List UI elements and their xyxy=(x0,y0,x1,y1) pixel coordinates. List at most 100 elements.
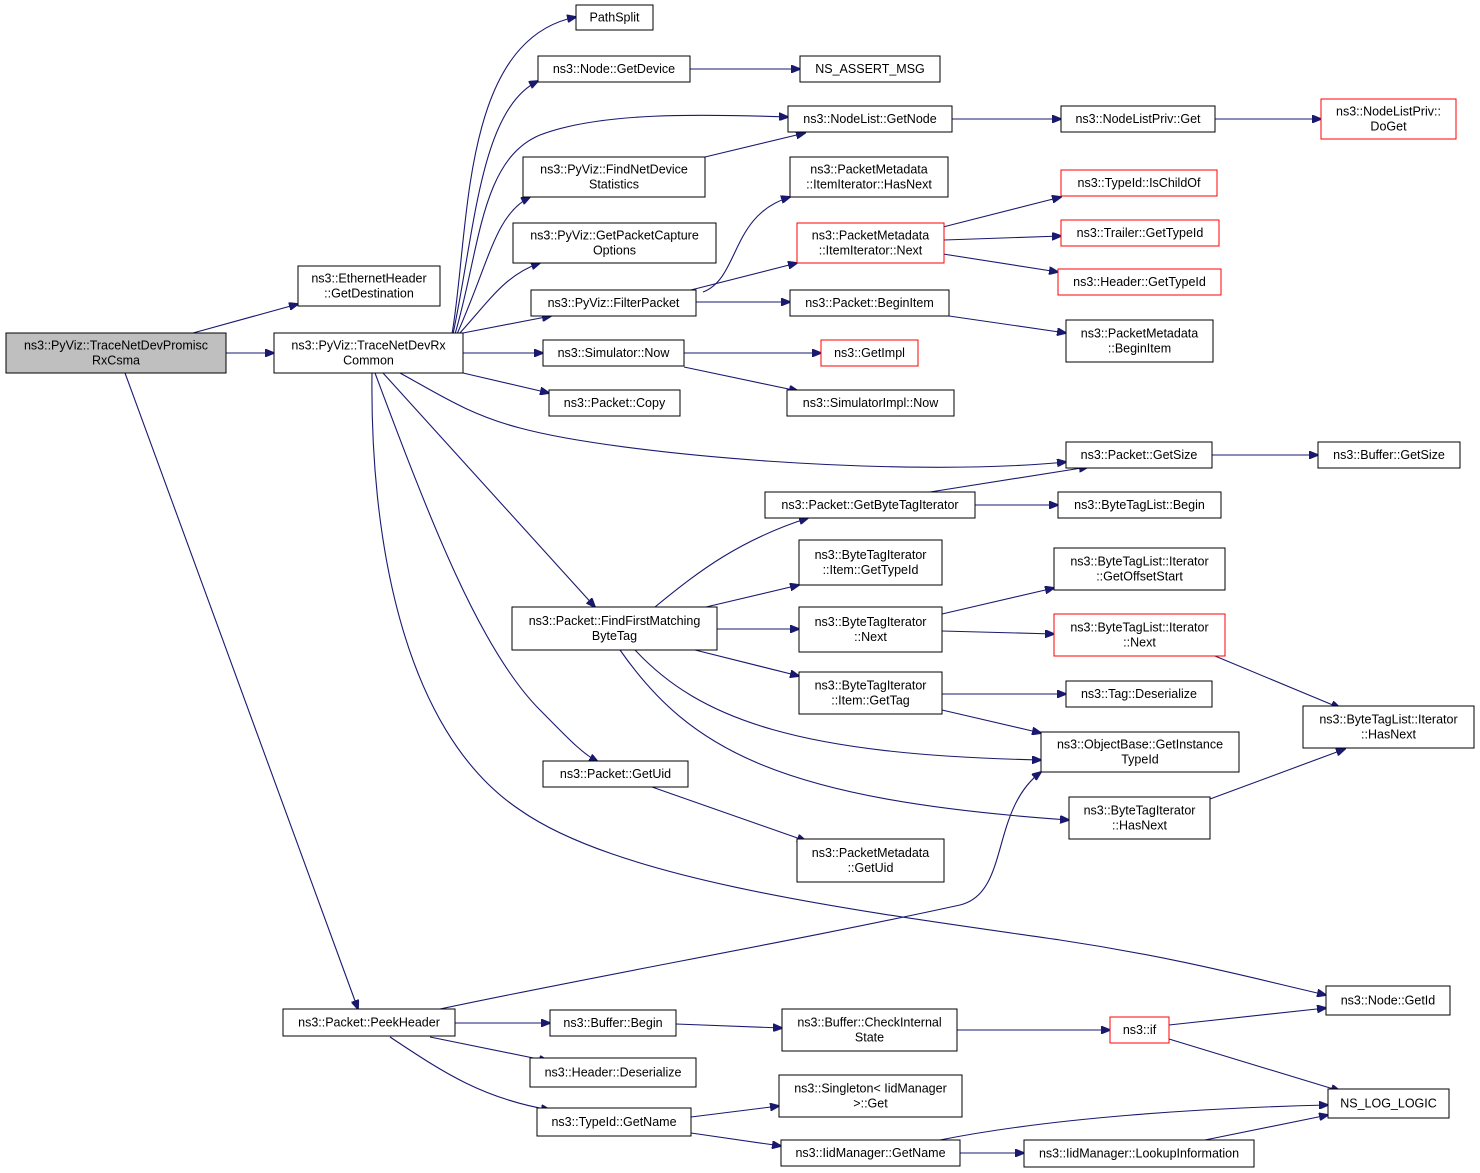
node-hdrdeser[interactable]: ns3::Header::Deserialize xyxy=(529,1057,697,1088)
node-pmnext[interactable]: ns3::PacketMetadata::ItemIterator::Next xyxy=(796,222,945,264)
node-pmgetuid[interactable]: ns3::PacketMetadata::GetUid xyxy=(796,838,945,883)
node-iidlookup[interactable]: ns3::IidManager::LookupInformation xyxy=(1023,1139,1255,1168)
node-bufbegin[interactable]: ns3::Buffer::Begin xyxy=(549,1009,677,1037)
node-pathsplit[interactable]: PathSplit xyxy=(575,4,654,31)
node-btihasnext[interactable]: ns3::ByteTagIterator::HasNext xyxy=(1068,796,1211,840)
node-btinext[interactable]: ns3::ByteTagIterator::Next xyxy=(798,606,943,653)
node-label: >::Get xyxy=(853,1097,888,1111)
node-nlpdoget[interactable]: ns3::NodeListPriv::DoGet xyxy=(1320,98,1457,140)
node-nlpget[interactable]: ns3::NodeListPriv::Get xyxy=(1060,105,1216,133)
edge-findnds-nlgetnode xyxy=(704,133,805,158)
node-btlbegin[interactable]: ns3::ByteTagList::Begin xyxy=(1057,491,1222,519)
node-peekhdr[interactable]: ns3::Packet::PeekHeader xyxy=(282,1008,456,1037)
edge-iidlookup-nslog xyxy=(1199,1115,1328,1142)
node-box xyxy=(549,1009,677,1037)
node-assertmsg[interactable]: NS_ASSERT_MSG xyxy=(799,55,941,83)
node-label: RxCsma xyxy=(92,354,140,368)
node-box xyxy=(796,838,945,883)
node-box xyxy=(1065,319,1214,363)
node-box xyxy=(796,222,945,264)
edge-pmnext-ischildof xyxy=(942,197,1061,228)
node-getdevice[interactable]: ns3::Node::GetDevice xyxy=(537,55,691,83)
node-pktgetsize[interactable]: ns3::Packet::GetSize xyxy=(1065,441,1213,469)
node-box xyxy=(1065,441,1213,469)
node-getimpl[interactable]: ns3::GetImpl xyxy=(820,339,919,367)
edge-findfirst-getbti xyxy=(654,518,808,608)
node-headertid[interactable]: ns3::Header::GetTypeId xyxy=(1057,268,1222,296)
edge-common-nodegetid xyxy=(371,372,1326,995)
node-iidgetname[interactable]: ns3::IidManager::GetName xyxy=(780,1139,961,1167)
node-label: ns3::NodeListPriv:: xyxy=(1336,105,1441,119)
node-nodegetid[interactable]: ns3::Node::GetId xyxy=(1325,985,1451,1016)
node-simnow[interactable]: ns3::Simulator::Now xyxy=(542,339,685,367)
node-pktgetuid[interactable]: ns3::Packet::GetUid xyxy=(542,760,689,788)
node-pmhasnext[interactable]: ns3::PacketMetadata::ItemIterator::HasNe… xyxy=(789,156,949,198)
node-box xyxy=(542,339,685,367)
node-box xyxy=(789,289,950,317)
node-label: ::HasNext xyxy=(1112,819,1167,833)
node-btlihasnext[interactable]: ns3::ByteTagList::Iterator::HasNext xyxy=(1302,705,1475,749)
node-box xyxy=(780,1139,961,1167)
node-simimplnow[interactable]: ns3::SimulatorImpl::Now xyxy=(786,389,955,417)
node-box xyxy=(1068,796,1211,840)
node-ischildof[interactable]: ns3::TypeId::IsChildOf xyxy=(1060,169,1218,197)
edge-btihasnext-btlihasnext xyxy=(1209,749,1345,800)
node-label: ns3::Singleton< IidManager xyxy=(794,1082,947,1096)
node-trailertid[interactable]: ns3::Trailer::GetTypeId xyxy=(1060,219,1220,247)
node-label: ns3::IidManager::GetName xyxy=(795,1146,945,1160)
node-label: ::BeginItem xyxy=(1108,342,1171,356)
node-label: ns3::PyViz::FilterPacket xyxy=(548,296,680,310)
node-label: ns3::SimulatorImpl::Now xyxy=(803,396,939,410)
edge-common-pathsplit xyxy=(451,17,576,335)
node-label: DoGet xyxy=(1370,120,1407,134)
node-filterpkt[interactable]: ns3::PyViz::FilterPacket xyxy=(530,289,697,317)
node-label: ns3::Buffer::GetSize xyxy=(1333,448,1445,462)
node-pktbeginitem[interactable]: ns3::Packet::BeginItem xyxy=(789,289,950,317)
node-tidgetname[interactable]: ns3::TypeId::GetName xyxy=(536,1107,692,1137)
node-label: ns3::Buffer::Begin xyxy=(563,1016,662,1030)
node-box xyxy=(542,760,689,788)
node-label: ns3::ByteTagList::Begin xyxy=(1074,498,1205,512)
node-label: ns3::ByteTagIterator xyxy=(815,615,927,629)
node-label: ns3::ByteTagList::Iterator xyxy=(1070,621,1208,635)
node-box xyxy=(530,289,697,317)
node-btiitemtid[interactable]: ns3::ByteTagIterator::Item::GetTypeId xyxy=(798,539,943,586)
node-singleton[interactable]: ns3::Singleton< IidManager >::Get xyxy=(778,1074,963,1118)
edge-common-nlgetnode xyxy=(454,115,788,335)
node-box xyxy=(537,55,691,83)
node-label: ::GetUid xyxy=(848,861,894,875)
node-box xyxy=(1053,547,1226,591)
node-btiitemtag[interactable]: ns3::ByteTagIterator::Item::GetTag xyxy=(798,671,943,715)
node-label: ::GetDestination xyxy=(324,287,414,301)
edge-filterpkt-pmnext xyxy=(682,263,797,293)
node-label: ::ItemIterator::Next xyxy=(819,244,923,258)
node-btlinext[interactable]: ns3::ByteTagList::Iterator::Next xyxy=(1053,613,1226,657)
node-nlgetnode[interactable]: ns3::NodeList::GetNode xyxy=(787,105,953,133)
node-btliofs[interactable]: ns3::ByteTagList::Iterator::GetOffsetSta… xyxy=(1053,547,1226,591)
node-pmbeginitem[interactable]: ns3::PacketMetadata::BeginItem xyxy=(1065,319,1214,363)
node-getbti[interactable]: ns3::Packet::GetByteTagIterator xyxy=(764,491,976,519)
node-ethdest[interactable]: ns3::EthernetHeader::GetDestination xyxy=(297,265,441,307)
node-box xyxy=(764,491,976,519)
node-label: ::GetOffsetStart xyxy=(1096,570,1183,584)
node-pktcopy[interactable]: ns3::Packet::Copy xyxy=(548,389,681,417)
node-tagdeser[interactable]: ns3::Tag::Deserialize xyxy=(1065,680,1213,708)
node-nslog[interactable]: NS_LOG_LOGIC xyxy=(1327,1088,1450,1119)
node-bufgetsize[interactable]: ns3::Buffer::GetSize xyxy=(1317,441,1461,469)
edge-btinext-btlinext xyxy=(941,631,1054,634)
node-label: ::HasNext xyxy=(1361,728,1416,742)
node-label: ns3::Buffer::CheckInternal xyxy=(797,1016,941,1030)
edge-findfirst-obgetinst xyxy=(634,649,1041,760)
edge-btiitemtag-obgetinst xyxy=(941,709,1041,733)
node-label: ns3::Tag::Deserialize xyxy=(1081,687,1197,701)
node-nsif[interactable]: ns3::if xyxy=(1109,1016,1170,1044)
node-label: ::Next xyxy=(1123,636,1156,650)
node-box xyxy=(1317,441,1461,469)
